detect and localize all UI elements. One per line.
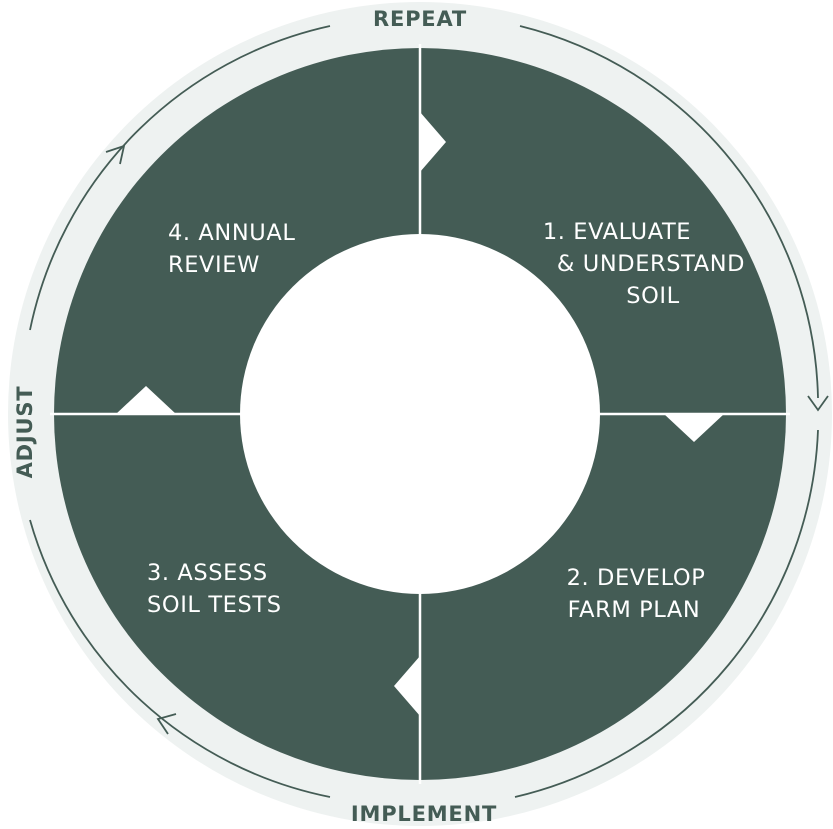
stage-3-assess: 3. ASSESS SOIL TESTS: [147, 560, 282, 618]
arrow-head-top-left: [105, 144, 126, 165]
ring-label-repeat: REPEAT: [373, 7, 467, 31]
notch-top-right: [420, 112, 446, 172]
stage-2-develop: 2. DEVELOP FARM PLAN: [567, 565, 706, 623]
stage-1-line-3: SOIL: [626, 283, 680, 309]
stage-1-line-2: & UNDERSTAND: [557, 251, 745, 277]
notch-right-bottom: [664, 414, 724, 442]
stage-4-review: 4. ANNUAL REVIEW: [168, 220, 295, 278]
stage-2-line-2: FARM PLAN: [568, 597, 701, 623]
arrow-arc-top-left: [29, 25, 331, 331]
arrow-head-bottom-left: [156, 713, 177, 735]
stage-1-evaluate: 1. EVALUATE & UNDERSTAND SOIL: [543, 219, 745, 309]
stage-2-line-1: 2. DEVELOP: [567, 565, 706, 591]
cycle-arrows: [29, 25, 829, 798]
stage-1-line-1: 1. EVALUATE: [543, 219, 691, 245]
notch-left-top: [116, 386, 176, 414]
ring-label-adjust: ADJUST: [13, 386, 37, 479]
center-hub: [240, 234, 600, 594]
stage-4-line-1: 4. ANNUAL: [168, 220, 295, 246]
arrow-head-right: [807, 395, 829, 412]
stage-3-line-1: 3. ASSESS: [147, 560, 268, 586]
stage-4-line-2: REVIEW: [168, 252, 260, 278]
stage-3-line-2: SOIL TESTS: [147, 592, 282, 618]
arrow-arc-top-right: [519, 25, 819, 399]
arrow-arc-bottom-right: [514, 429, 819, 798]
arrow-arc-bottom-left: [29, 519, 331, 798]
ring-label-implement: IMPLEMENT: [351, 802, 497, 826]
notch-bottom-left: [394, 656, 420, 716]
